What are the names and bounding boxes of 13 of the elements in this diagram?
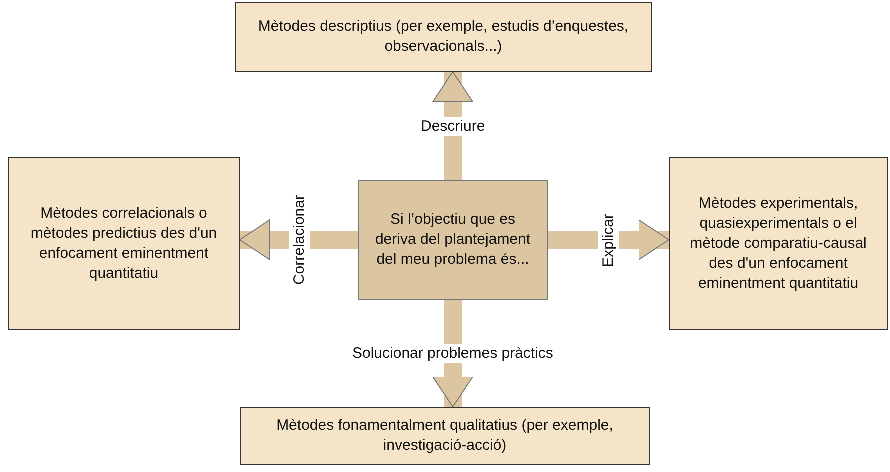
edge-label: Explicar bbox=[598, 212, 619, 268]
method-box: Mètodes correlacionals o mètodes predictius des d'un enfocament eminentment quantitatiu bbox=[8, 157, 240, 330]
block-arrow bbox=[240, 220, 358, 260]
question-box: Si l’objectiu que es deriva del plantejament del meu problema és... bbox=[358, 180, 548, 300]
block-arrow bbox=[432, 300, 474, 408]
method-box: Mètodes descriptius (per exemple, estudis d’enquestes, observacionals...) bbox=[235, 2, 652, 72]
method-box: Mètodes fonamentalment qualitatius (per exemple, investigació-acció) bbox=[240, 407, 650, 465]
block-arrow bbox=[548, 220, 670, 260]
edge-label: Correlacionar bbox=[288, 194, 310, 286]
block-arrow bbox=[432, 72, 474, 180]
method-box: Mètodes experimentals, quasiexperimentals o el mètode comparatiu-causal des d'un enfocament eminentment quantitatiu bbox=[669, 157, 888, 330]
edge-label: Solucionar problemes pràctics bbox=[350, 344, 556, 363]
edge-label: Descriure bbox=[419, 116, 488, 136]
